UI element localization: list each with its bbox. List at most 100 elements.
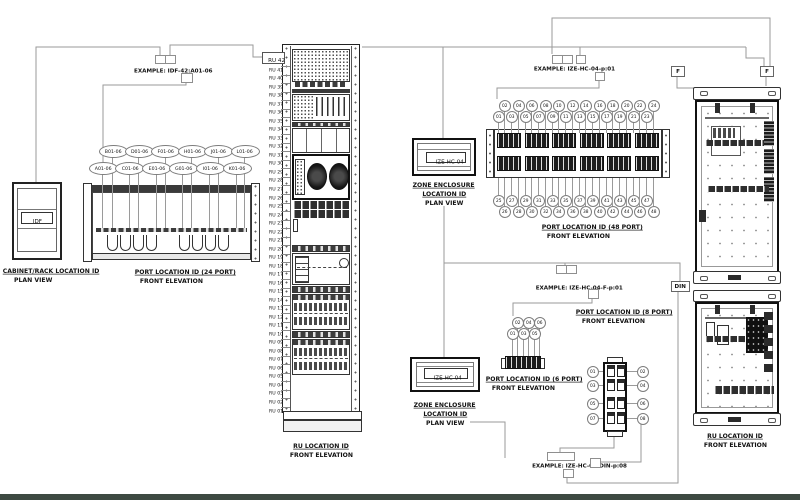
callout-box bbox=[590, 458, 601, 468]
cable-ring bbox=[179, 235, 190, 251]
jack-group bbox=[579, 156, 604, 171]
panel24-body bbox=[92, 192, 251, 254]
port-leader-line bbox=[592, 120, 593, 133]
port48-oval: 20 bbox=[620, 100, 633, 112]
port-leader-line bbox=[598, 178, 600, 206]
port48-oval: 01 bbox=[492, 111, 505, 123]
ru-tick bbox=[281, 407, 290, 408]
cable-ring bbox=[205, 235, 216, 251]
ru-label: RU 22 bbox=[269, 229, 284, 235]
ru-label: RU 06 bbox=[269, 365, 284, 371]
port-leader-line bbox=[578, 120, 580, 133]
rack-patch-strip bbox=[292, 331, 350, 338]
port-leader-line bbox=[619, 178, 620, 195]
enclosure2-standoff bbox=[750, 305, 755, 314]
port6-oval: 03 bbox=[517, 328, 530, 340]
callout-box bbox=[181, 73, 193, 83]
port48-oval: 47 bbox=[641, 195, 653, 207]
ru-tick bbox=[281, 330, 290, 332]
port-leader-line bbox=[544, 109, 546, 133]
rack-small-device bbox=[293, 219, 298, 232]
port48-oval: 23 bbox=[641, 111, 653, 123]
ru-label: RU 01 bbox=[269, 408, 284, 414]
port-leader-line bbox=[517, 326, 518, 356]
port48-oval: 39 bbox=[587, 195, 599, 207]
ru-label: RU 28 bbox=[269, 178, 284, 184]
panel6-body bbox=[505, 356, 541, 369]
ru-tick bbox=[281, 66, 290, 68]
screw-slot bbox=[768, 294, 776, 299]
ru-tick bbox=[281, 74, 290, 76]
caption-line: FRONT ELEVATION bbox=[581, 318, 645, 326]
port48-oval: 11 bbox=[560, 111, 572, 123]
cabinet-id-box: IDF bbox=[21, 212, 53, 225]
rack-48port-row bbox=[294, 303, 348, 311]
cabinet-plan-caption: CABINET/RACK LOCATION ID PLAN VIEW bbox=[0, 265, 100, 285]
rack-slotted-comb bbox=[316, 97, 349, 116]
caption-line: PORT LOCATION ID (24 PORT) bbox=[134, 269, 236, 277]
port48-oval: 06 bbox=[526, 100, 538, 112]
port-leader-line bbox=[639, 178, 640, 206]
ru-tick bbox=[281, 347, 290, 349]
enclosure2-handle bbox=[728, 417, 741, 422]
port24-oval: F01-06 bbox=[151, 145, 181, 158]
enclosure1-rail bbox=[705, 140, 769, 146]
zone2-id-label: IZE-HC-04 bbox=[433, 375, 462, 382]
ru42-label: RU 42 bbox=[268, 57, 285, 65]
ru42-box: RU 42 bbox=[262, 52, 285, 64]
din-jack bbox=[606, 412, 615, 424]
rack-48port-header bbox=[293, 295, 349, 300]
rack-scallop-row bbox=[295, 82, 347, 87]
rack-server-grille bbox=[295, 159, 305, 195]
zone1-divider bbox=[418, 149, 470, 150]
jack-group bbox=[634, 133, 659, 148]
port48-oval: 48 bbox=[647, 206, 660, 218]
din-port-oval: 02 bbox=[636, 366, 649, 378]
jack-group bbox=[524, 133, 549, 148]
panel48-body bbox=[494, 129, 662, 178]
panel24-bottom-bar bbox=[92, 253, 251, 260]
ru-label: RU 38 bbox=[269, 92, 284, 99]
port-leader-line bbox=[164, 156, 166, 228]
port-leader-line bbox=[244, 156, 245, 228]
port-leader-line bbox=[528, 326, 529, 356]
jack-group bbox=[607, 156, 631, 171]
enclosure2-din-component bbox=[717, 325, 729, 345]
caption-line: FRONT ELEVATION bbox=[703, 442, 767, 450]
port48-oval: 38 bbox=[580, 206, 592, 218]
enclosure2-lower-rail bbox=[714, 386, 774, 394]
ru-label: RU 14 bbox=[269, 297, 284, 303]
din-device-bottom-tab bbox=[607, 431, 623, 437]
enclosure2-bar bbox=[705, 317, 769, 319]
port48-oval: 22 bbox=[634, 100, 646, 112]
port48-oval: 44 bbox=[620, 206, 633, 218]
callout-box bbox=[562, 55, 573, 64]
ru-tick bbox=[281, 398, 290, 400]
port48-oval: 31 bbox=[533, 195, 545, 207]
port-leader-line bbox=[497, 120, 499, 133]
caption-line: PLAN VIEW bbox=[424, 200, 464, 208]
port24-oval: H01-06 bbox=[177, 145, 207, 158]
caption-line: PLAN VIEW bbox=[13, 277, 53, 285]
panel24-port-row bbox=[96, 228, 247, 232]
panel6-caption: PORT LOCATION ID (6 PORT) FRONT ELEVATIO… bbox=[463, 373, 583, 392]
rack-right-rail bbox=[351, 46, 359, 411]
cabinet-plan-divider bbox=[18, 228, 56, 229]
port-leader-line bbox=[625, 109, 627, 133]
screw-slot bbox=[768, 276, 776, 281]
ru-tick bbox=[281, 91, 290, 93]
port-leader-line bbox=[585, 178, 586, 206]
din-port-oval: 07 bbox=[586, 413, 599, 425]
port-leader-line bbox=[646, 178, 647, 195]
port6-oval: 01 bbox=[506, 328, 519, 340]
ru-label: RU 30 bbox=[269, 161, 284, 167]
ru-tick bbox=[281, 202, 290, 204]
panel48-caption: PORT LOCATION ID (48 PORT) FRONT ELEVATI… bbox=[518, 221, 643, 240]
rack-slotted-left bbox=[293, 95, 314, 120]
din-jack bbox=[616, 365, 625, 377]
din-jack bbox=[606, 397, 615, 409]
port48-oval: 26 bbox=[499, 206, 511, 218]
port-leader-line bbox=[533, 337, 535, 356]
ru-tick bbox=[281, 381, 290, 383]
ru-label: RU 12 bbox=[269, 314, 284, 320]
